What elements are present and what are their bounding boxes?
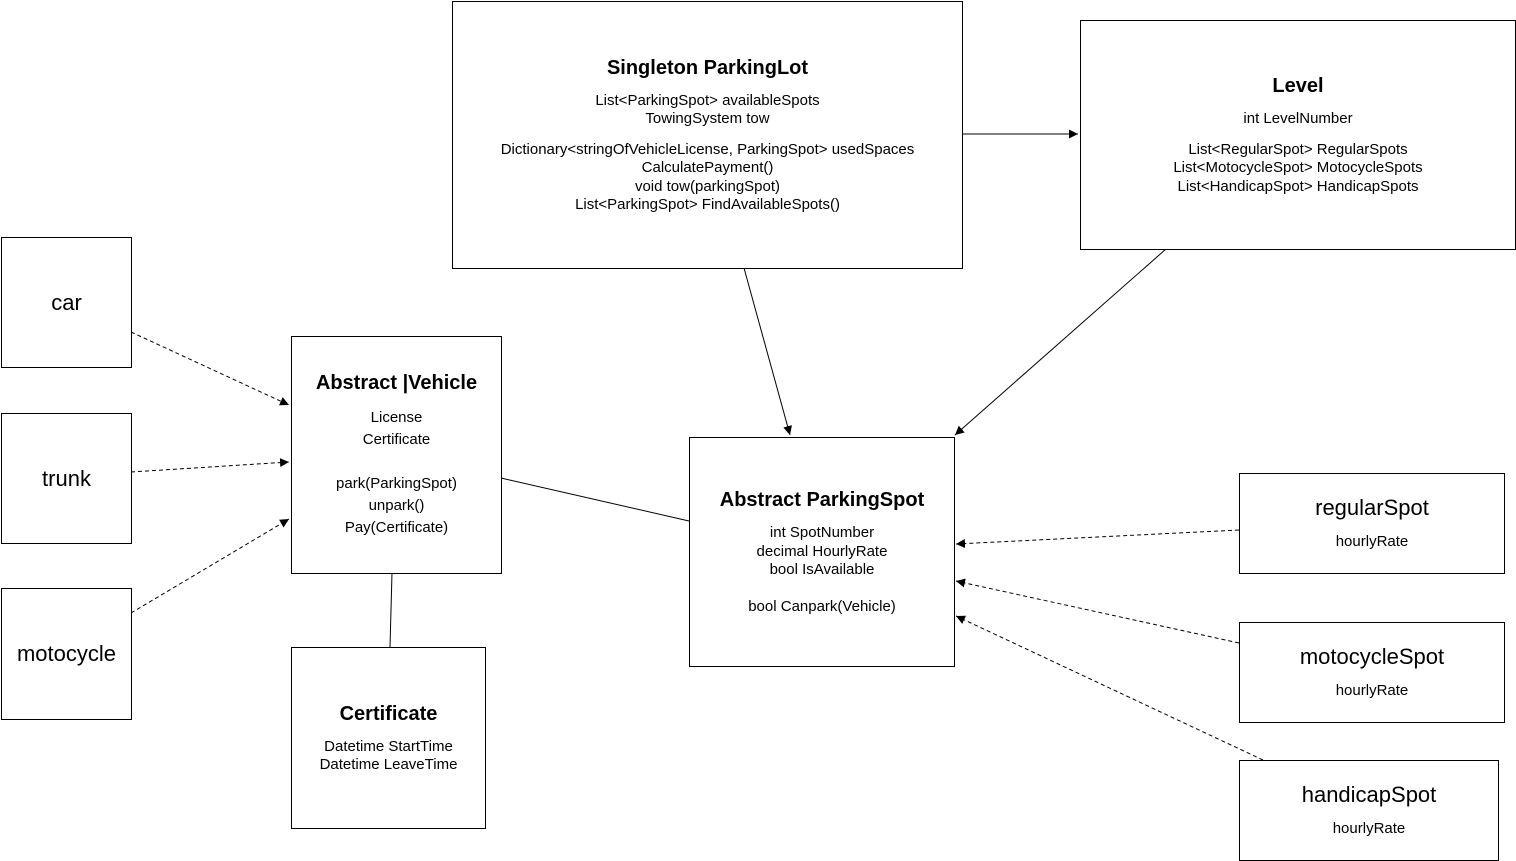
handicap-spot-field: hourlyRate [1332, 820, 1406, 838]
motocyclespot-inherits-parkingspot-arrow [955, 578, 1240, 644]
vehicle-field: License [370, 409, 423, 426]
vehicle-certificate-association [389, 572, 393, 648]
level-member: List<HandicapSpot> HandicapSpots [1177, 177, 1419, 195]
regularspot-inherits-parkingspot-arrow [955, 529, 1240, 549]
parking-spot-method: bool Canpark(Vehicle) [748, 597, 896, 615]
motocycle-spot-class-box: motocycleSpot hourlyRate [1239, 622, 1505, 723]
vehicle-method: Pay(Certificate) [344, 519, 449, 536]
parking-spot-field: decimal HourlyRate [756, 542, 888, 560]
regular-spot-class-box: regularSpot hourlyRate [1239, 473, 1505, 574]
handicapspot-inherits-parkingspot-arrow [955, 615, 1264, 761]
motocycle-title: motocycle [16, 641, 117, 666]
certificate-field: Datetime StartTime [324, 737, 453, 755]
parking-lot-member: CalculatePayment() [641, 159, 774, 176]
trunk-title: trunk [42, 465, 91, 491]
level-class-box: Level int LevelNumber List<RegularSpot> … [1080, 20, 1516, 250]
vehicle-class-box: Abstract |Vehicle License Certificate pa… [291, 336, 502, 574]
handicap-spot-title: handicapSpot [1301, 782, 1437, 808]
parking-lot-field: TowingSystem tow [645, 110, 770, 127]
parking-spot-class-box: Abstract ParkingSpot int SpotNumber deci… [689, 437, 955, 667]
parkinglot-to-parkingspot-arrow [743, 267, 792, 436]
vehicle-method: unpark() [368, 497, 425, 514]
parking-spot-field: bool IsAvailable [769, 561, 875, 578]
vehicle-parkingspot-association [500, 477, 690, 522]
motocycle-spot-field: hourlyRate [1335, 682, 1409, 700]
parking-lot-member: List<ParkingSpot> FindAvailableSpots() [575, 196, 840, 213]
motocycle-inherits-vehicle-arrow [130, 518, 290, 614]
car-inherits-vehicle-arrow [130, 331, 290, 406]
trunk-inherits-vehicle-arrow [130, 458, 290, 473]
level-title: Level [1272, 75, 1324, 97]
parking-lot-member: Dictionary<stringOfVehicleLicense, Parki… [500, 140, 915, 158]
parking-spot-title: Abstract ParkingSpot [719, 489, 925, 511]
parking-lot-field: List<ParkingSpot> availableSpots [595, 91, 820, 109]
car-title: car [51, 289, 82, 315]
vehicle-method: park(ParkingSpot) [336, 475, 457, 492]
parking-lot-member: void tow(parkingSpot) [634, 177, 781, 195]
level-member: List<RegularSpot> RegularSpots [1188, 140, 1408, 158]
level-field: int LevelNumber [1243, 110, 1353, 127]
vehicle-title: Abstract |Vehicle [315, 372, 478, 394]
regular-spot-field: hourlyRate [1335, 533, 1409, 551]
level-to-parkingspot-arrow [954, 248, 1167, 436]
motocycle-class-box: motocycle [1, 588, 132, 720]
motocycle-spot-title: motocycleSpot [1299, 644, 1445, 670]
certificate-class-box: Certificate Datetime StartTime Datetime … [291, 647, 486, 829]
handicap-spot-class-box: handicapSpot hourlyRate [1239, 760, 1499, 861]
car-class-box: car [1, 237, 132, 368]
regular-spot-title: regularSpot [1315, 495, 1429, 521]
parking-lot-title: Singleton ParkingLot [606, 56, 809, 79]
certificate-field: Datetime LeaveTime [319, 756, 458, 773]
level-member: List<MotocycleSpot> MotocycleSpots [1173, 159, 1423, 176]
vehicle-field: Certificate [362, 431, 431, 448]
parking-lot-class-box: Singleton ParkingLot List<ParkingSpot> a… [452, 1, 963, 269]
parking-spot-field: int SpotNumber [769, 524, 875, 541]
certificate-title: Certificate [339, 702, 438, 725]
trunk-class-box: trunk [1, 413, 132, 544]
